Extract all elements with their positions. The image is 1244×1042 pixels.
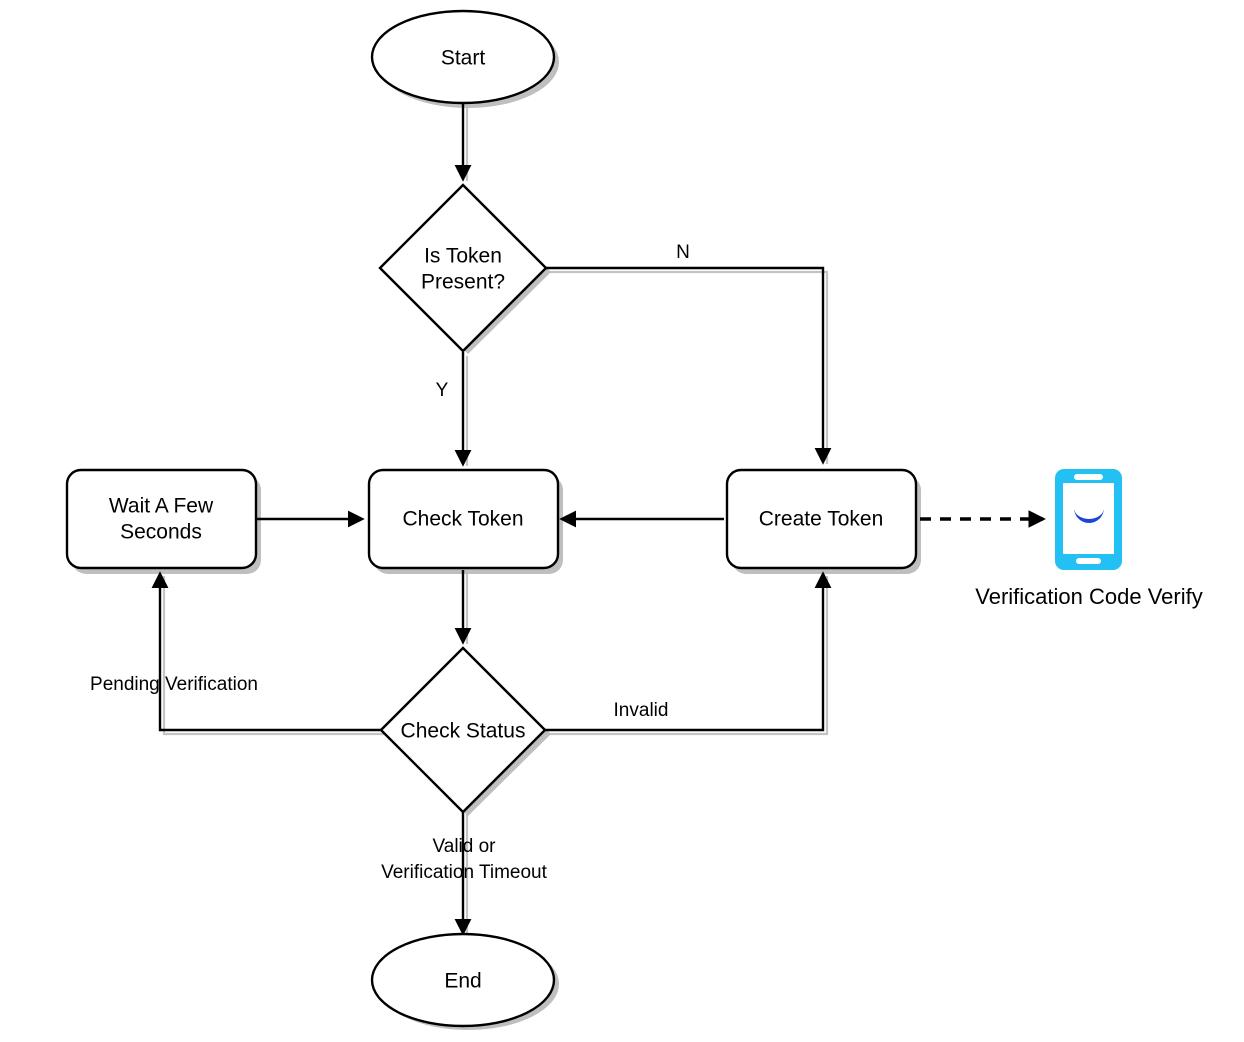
edge-group: Phone --> xyxy=(151,103,1046,936)
check-status-shape xyxy=(379,646,547,814)
edge-label-invalid: Invalid xyxy=(614,700,669,721)
edge-label-valid-timeout-line2: Verification Timeout xyxy=(381,862,548,883)
edge-label-pending-verification: Pending Verification xyxy=(90,674,258,695)
wait-a-few-seconds-label-line2: Seconds xyxy=(120,521,202,544)
is-token-present-shape xyxy=(378,183,548,353)
start-node[interactable]: Start xyxy=(370,9,556,105)
edge-decision-no-to-create-token xyxy=(546,266,832,465)
check-token-label: Check Token xyxy=(402,508,523,531)
check-token-shape xyxy=(367,468,560,570)
start-node-label: Start xyxy=(441,47,486,70)
phone-caption: Verification Code Verify xyxy=(975,584,1202,609)
end-node[interactable]: End xyxy=(370,932,556,1028)
is-token-present-label-line2: Present? xyxy=(421,271,505,294)
wait-a-few-seconds-node[interactable]: Wait A Few Seconds xyxy=(65,468,258,570)
smartphone-icon[interactable] xyxy=(1055,469,1122,570)
create-token-shape xyxy=(725,468,918,570)
smartphone-speaker xyxy=(1074,474,1103,480)
is-token-present-label-line1: Is Token xyxy=(424,245,502,268)
wait-a-few-seconds-shape xyxy=(65,468,258,570)
check-status-node[interactable]: Check Status xyxy=(379,646,547,814)
smile-glyph-icon xyxy=(1074,508,1104,523)
edge-shadow-group xyxy=(162,107,829,937)
check-status-label: Check Status xyxy=(401,720,526,743)
edge-label-yes: Y xyxy=(436,380,449,401)
start-node-shape xyxy=(370,9,556,105)
edge-label-group: N Y Invalid Pending Verification Valid o… xyxy=(90,242,690,883)
smartphone-home-button xyxy=(1076,558,1101,564)
end-node-label: End xyxy=(444,970,481,993)
end-node-shape xyxy=(370,932,556,1028)
edge-check-status-pending-to-wait xyxy=(151,571,385,732)
create-token-node[interactable]: Create Token xyxy=(725,468,918,570)
smartphone-screen xyxy=(1063,483,1114,554)
edge-label-no: N xyxy=(676,242,690,263)
wait-a-few-seconds-label-line1: Wait A Few xyxy=(109,495,214,518)
check-token-node[interactable]: Check Token xyxy=(367,468,560,570)
edge-check-status-invalid-to-create-token xyxy=(545,571,832,732)
is-token-present-node[interactable]: Is Token Present? xyxy=(378,183,548,353)
edge-label-valid-timeout-line1: Valid or xyxy=(432,836,496,857)
create-token-label: Create Token xyxy=(759,508,884,531)
